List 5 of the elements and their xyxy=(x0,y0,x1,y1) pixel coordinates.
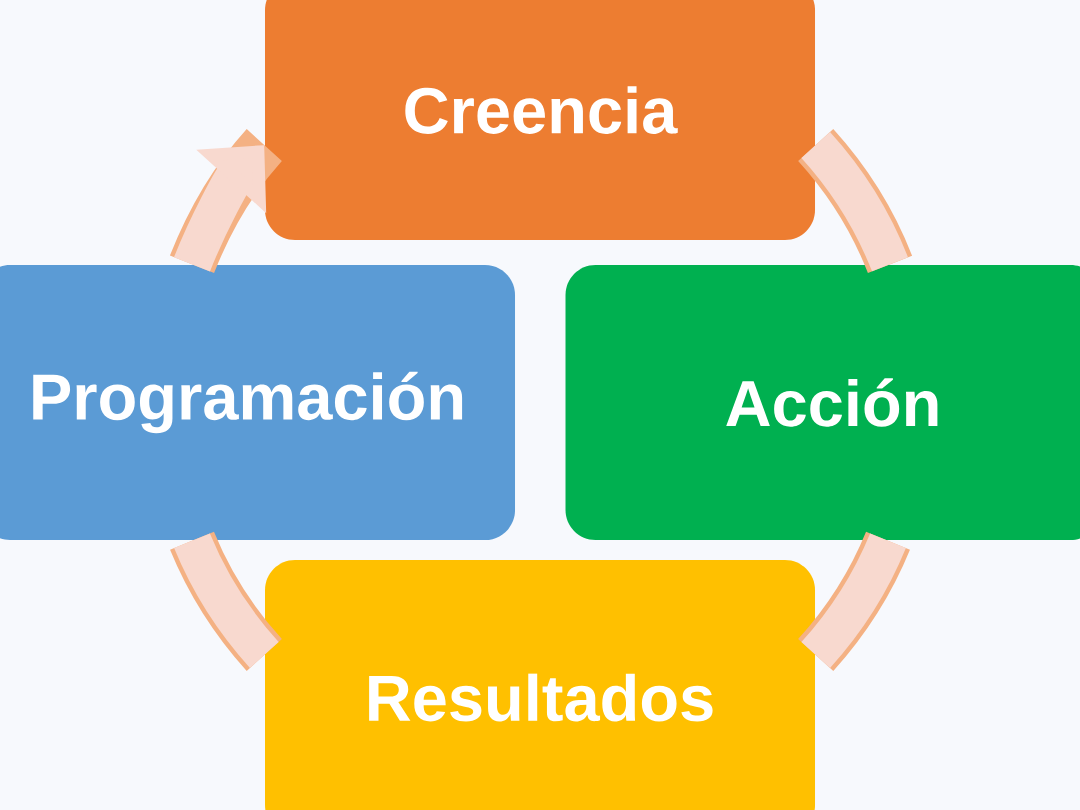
process-box: Resultados xyxy=(265,560,815,810)
process-box: Acción xyxy=(565,265,1080,541)
process-box: Creencia xyxy=(265,0,815,240)
arrow xyxy=(170,129,283,274)
process-box: Programación xyxy=(0,265,515,541)
